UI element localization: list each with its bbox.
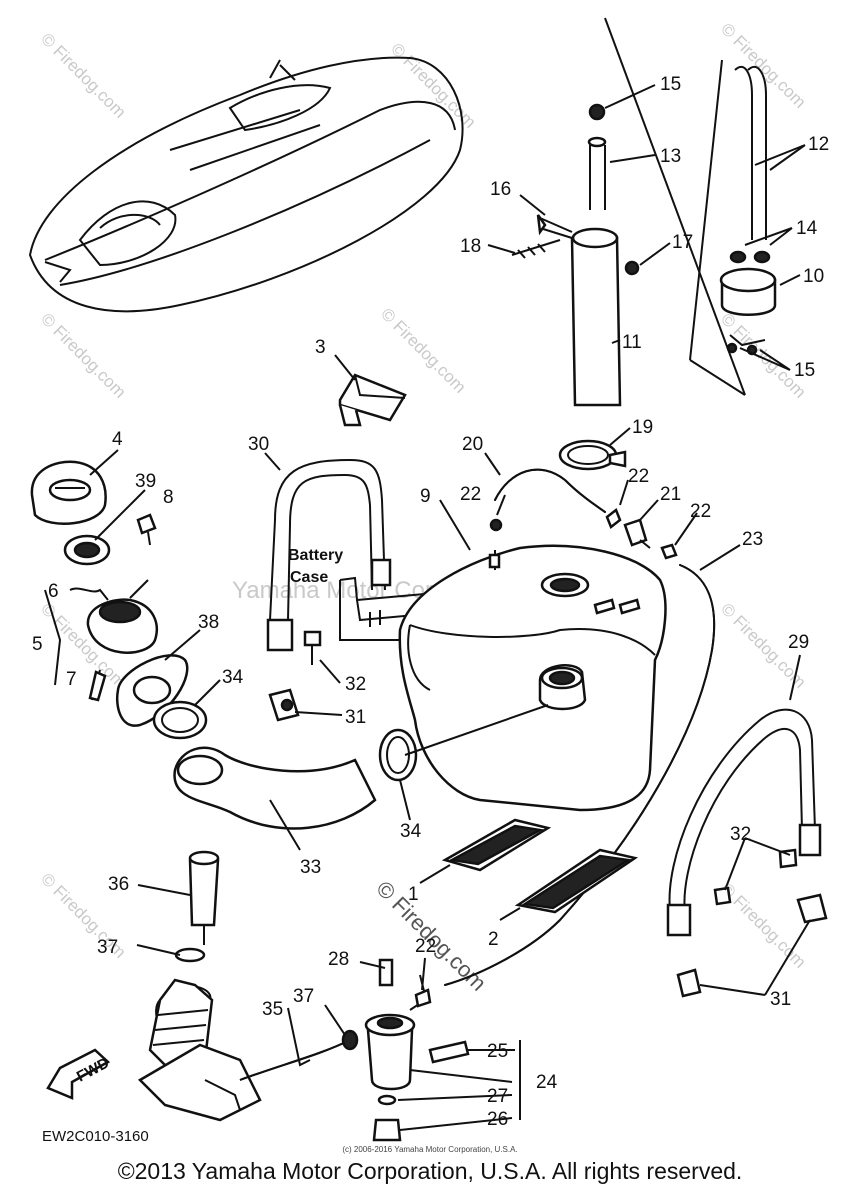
callout-18: 18 bbox=[460, 236, 481, 257]
copyright-footer: ©2013 Yamaha Motor Corporation, U.S.A. A… bbox=[117, 1158, 743, 1184]
callout-35: 35 bbox=[262, 999, 283, 1020]
part-number-labels: 15 13 12 16 18 17 14 10 11 15 3 30 19 20… bbox=[32, 74, 829, 1130]
strap-assembly-right bbox=[666, 708, 828, 998]
callout-5: 5 bbox=[32, 634, 43, 655]
callout-8: 8 bbox=[163, 487, 174, 508]
callout-3: 3 bbox=[315, 337, 326, 358]
callout-38: 38 bbox=[198, 612, 219, 633]
callout-7: 7 bbox=[66, 669, 77, 690]
callout-21: 21 bbox=[660, 484, 681, 505]
callout-33: 33 bbox=[300, 857, 321, 878]
callout-2: 2 bbox=[488, 929, 499, 950]
watercraft-hull-illustration bbox=[28, 56, 464, 313]
callout-22d: 22 bbox=[415, 936, 436, 957]
callout-32a: 32 bbox=[345, 674, 366, 695]
callout-31b: 31 bbox=[770, 989, 791, 1010]
watermark-firedog: © Firedog.com bbox=[37, 309, 129, 401]
assembly-guide-lines bbox=[604, 17, 746, 396]
callout-23: 23 bbox=[742, 529, 763, 550]
callout-28: 28 bbox=[328, 949, 349, 970]
callout-26: 26 bbox=[487, 1109, 508, 1130]
battery-case-label: Battery bbox=[288, 547, 343, 564]
callout-39: 39 bbox=[135, 471, 156, 492]
callout-25: 25 bbox=[487, 1041, 508, 1062]
part-3-bracket bbox=[338, 373, 407, 427]
callout-22c: 22 bbox=[690, 501, 711, 522]
fuel-cap-assembly bbox=[30, 460, 158, 702]
hose-assembly-left bbox=[116, 654, 418, 830]
callout-13: 13 bbox=[660, 146, 681, 167]
callout-4: 4 bbox=[112, 429, 123, 450]
callout-36: 36 bbox=[108, 874, 129, 895]
strap-assembly-left bbox=[266, 458, 392, 722]
fuel-filter-assembly bbox=[364, 958, 470, 1142]
watermark-firedog: © Firedog.com bbox=[387, 39, 479, 131]
watermark-firedog: © Firedog.com bbox=[717, 19, 809, 111]
diagram-code: EW2C010-3160 bbox=[42, 1128, 149, 1145]
callout-29: 29 bbox=[788, 632, 809, 653]
callout-30: 30 bbox=[248, 434, 269, 455]
callout-24: 24 bbox=[536, 1072, 558, 1093]
callout-9: 9 bbox=[420, 486, 431, 507]
callout-1: 1 bbox=[408, 884, 419, 905]
fuel-tank bbox=[398, 544, 667, 812]
callout-14: 14 bbox=[796, 218, 818, 239]
callout-10: 10 bbox=[803, 266, 824, 287]
callout-27: 27 bbox=[487, 1086, 508, 1107]
callout-19: 19 bbox=[632, 417, 653, 438]
callout-31a: 31 bbox=[345, 707, 366, 728]
callout-6: 6 bbox=[48, 581, 59, 602]
callout-37b: 37 bbox=[293, 986, 314, 1007]
callout-12: 12 bbox=[808, 134, 829, 155]
watermark-firedog: © Firedog.com bbox=[377, 304, 469, 396]
callout-17: 17 bbox=[672, 232, 693, 253]
leader-lines bbox=[89, 84, 811, 1131]
callout-16: 16 bbox=[490, 179, 511, 200]
callout-34b: 34 bbox=[400, 821, 422, 842]
callout-11: 11 bbox=[622, 332, 642, 353]
vent-hose-assembly bbox=[444, 439, 716, 986]
vent-assembly bbox=[719, 65, 777, 356]
battery-case-label-line2: Case bbox=[290, 569, 328, 586]
callout-22a: 22 bbox=[628, 466, 649, 487]
callout-20: 20 bbox=[462, 434, 483, 455]
foam-pads bbox=[441, 818, 639, 914]
pump-filter-assembly: FWD bbox=[46, 850, 359, 1122]
callout-15: 15 bbox=[660, 74, 681, 95]
watermark-firedog: © Firedog.com bbox=[37, 29, 129, 121]
callout-32b: 32 bbox=[730, 824, 751, 845]
watermark-firedog: © Firedog.com bbox=[717, 879, 809, 971]
callout-15b: 15 bbox=[794, 360, 815, 381]
filler-neck-assembly bbox=[511, 103, 640, 407]
callout-37a: 37 bbox=[97, 937, 118, 958]
small-copyright-note: (c) 2006-2016 Yamaha Motor Corporation, … bbox=[342, 1145, 518, 1154]
callout-22b: 22 bbox=[460, 484, 481, 505]
callout-34a: 34 bbox=[222, 667, 244, 688]
